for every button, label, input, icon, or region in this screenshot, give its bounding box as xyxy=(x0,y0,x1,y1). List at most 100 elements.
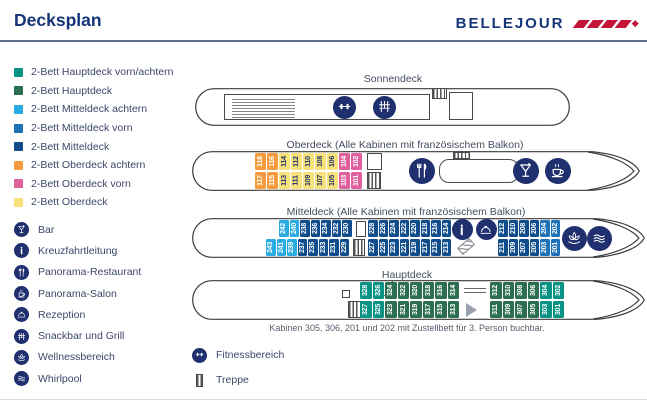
cabin-103: 103 xyxy=(339,171,350,189)
cabin-229: 229 xyxy=(339,238,349,256)
cabin-235: 235 xyxy=(308,238,318,256)
cabin-230: 230 xyxy=(342,219,352,237)
legend-label: 2-Bett Mitteldeck achtern xyxy=(31,103,148,116)
cabin-323: 323 xyxy=(385,300,397,318)
sonnendeck-label: Sonnendeck xyxy=(363,73,423,85)
legend-cabin-item: 2-Bett Oberdeck xyxy=(14,193,173,212)
cabin-102: 102 xyxy=(351,152,362,170)
legend-label: Rezeption xyxy=(38,308,86,321)
color-swatch xyxy=(14,142,23,152)
panorama-salon-icon xyxy=(545,157,571,184)
cabin-319: 319 xyxy=(410,300,422,318)
legend-label: Kreuzfahrtleitung xyxy=(38,244,118,257)
cabin-226: 226 xyxy=(378,219,388,237)
cabin-318: 318 xyxy=(422,281,434,299)
snackbar-icon xyxy=(373,95,396,119)
cabin-317: 317 xyxy=(422,300,434,318)
cabin-309: 309 xyxy=(502,300,514,318)
cabin-215: 215 xyxy=(431,238,441,256)
color-swatch xyxy=(14,123,23,133)
cabin-232: 232 xyxy=(331,219,341,237)
cabin-110: 110 xyxy=(303,152,314,170)
cabin-314: 314 xyxy=(447,281,459,299)
cabin-209: 209 xyxy=(508,238,518,256)
legend-cabin-item: 2-Bett Hauptdeck xyxy=(14,82,173,101)
deckhouse xyxy=(449,92,473,120)
cabin-109: 109 xyxy=(303,171,314,189)
legend-facility-item: Snackbar und Grill xyxy=(14,325,141,346)
color-swatch xyxy=(14,197,23,207)
cabin-107: 107 xyxy=(315,171,326,189)
cabin-311: 311 xyxy=(490,300,502,318)
legend-cabin-item: 2-Bett Mitteldeck vorn xyxy=(14,119,173,138)
salon-icon xyxy=(14,286,29,302)
cabin-313: 313 xyxy=(447,300,459,318)
legend-label: Fitnessbereich xyxy=(216,349,285,361)
cabin-203: 203 xyxy=(540,238,550,256)
cabin-326: 326 xyxy=(372,281,384,299)
legend-label: 2-Bett Hauptdeck xyxy=(31,84,113,97)
legend-cabin-item: 2-Bett Oberdeck achtern xyxy=(14,156,173,175)
cabin-224: 224 xyxy=(389,219,399,237)
cabin-218: 218 xyxy=(420,219,430,237)
stairs-icon xyxy=(453,151,470,159)
cabin-238: 238 xyxy=(300,219,310,237)
reception-icon xyxy=(14,307,29,323)
legend-cabin-item: 2-Bett Mitteldeck xyxy=(14,137,173,156)
cabin-210: 210 xyxy=(508,219,518,237)
cabin-307: 307 xyxy=(515,300,527,318)
legend-label: 2-Bett Hauptdeck vorn/achtern xyxy=(31,66,174,79)
cabin-117: 117 xyxy=(255,171,266,189)
gangway-line xyxy=(464,288,486,289)
brand-flags-icon xyxy=(572,19,638,28)
cabin-240: 240 xyxy=(289,219,299,237)
cabin-233: 233 xyxy=(318,238,328,256)
legend-cabin-item: 2-Bett Hauptdeck vorn/achtern xyxy=(14,63,173,82)
legend-cabin-item: 2-Bett Oberdeck vorn xyxy=(14,175,173,194)
cabin-106: 106 xyxy=(327,152,338,170)
legend-label: Panorama-Salon xyxy=(38,287,117,300)
cabin-217: 217 xyxy=(420,238,430,256)
cabin-206: 206 xyxy=(529,219,539,237)
bar-icon xyxy=(14,222,29,238)
sun-loungers xyxy=(232,96,295,118)
cabin-301: 301 xyxy=(552,300,564,318)
cabin-114: 114 xyxy=(279,152,290,170)
cabin-242: 242 xyxy=(279,219,289,237)
cabin-220: 220 xyxy=(410,219,420,237)
cabin-223: 223 xyxy=(389,238,399,256)
info-icon xyxy=(14,243,29,259)
hauptdeck-label: Hauptdeck xyxy=(381,269,433,281)
cabin-320: 320 xyxy=(410,281,422,299)
cabin-304: 304 xyxy=(540,281,552,299)
legend-label: Treppe xyxy=(216,374,249,386)
color-swatch xyxy=(14,86,23,96)
cabin-325: 325 xyxy=(372,300,384,318)
wellness-icon xyxy=(561,226,587,251)
deckhouse xyxy=(439,159,519,183)
whirlpool-icon xyxy=(14,371,29,387)
wellness-icon xyxy=(14,349,29,365)
elevator xyxy=(356,221,366,237)
legend-label: Wellnessbereich xyxy=(38,351,115,364)
legend-label: Bar xyxy=(38,223,55,236)
stairs-icon xyxy=(196,373,203,387)
cabin-116: 116 xyxy=(267,152,278,170)
cabin-201: 201 xyxy=(550,238,560,256)
cabin-234: 234 xyxy=(321,219,331,237)
color-swatch xyxy=(14,67,23,77)
legend-facility-item: Kreuzfahrtleitung xyxy=(14,240,141,261)
cabin-118: 118 xyxy=(255,152,266,170)
mitteldeck-label: Mitteldeck (Alle Kabinen mit französisch… xyxy=(286,206,526,218)
cabin-204: 204 xyxy=(540,219,550,237)
cabin-111: 111 xyxy=(291,171,302,189)
cabin-219: 219 xyxy=(410,238,420,256)
